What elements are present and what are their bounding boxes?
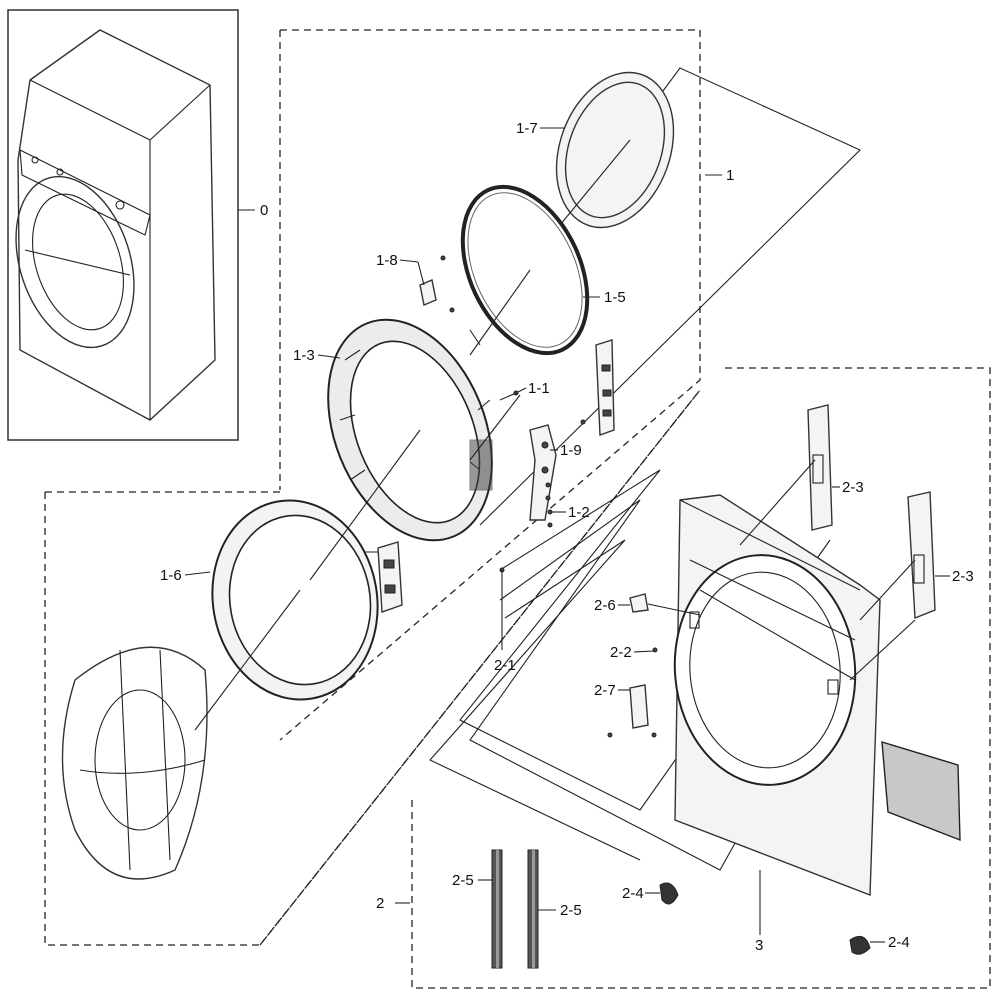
label-1-8: 1-8 <box>376 252 398 269</box>
label-1-1: 1-1 <box>528 380 550 397</box>
part-1-3-door-frame <box>327 318 493 542</box>
inset-machine-view <box>7 9 239 441</box>
part-1-5-door-ring <box>460 184 590 356</box>
part-2-3-bracket-right <box>907 491 936 620</box>
label-1-9: 1-9 <box>560 442 582 459</box>
label-2-4-b: 2-4 <box>888 934 910 951</box>
part-2-4-clip-b <box>849 935 871 955</box>
part-1-7-door-glass-cover <box>555 71 675 229</box>
part-2-5-strip-left <box>491 849 503 969</box>
part-2-6-switch <box>629 593 649 613</box>
label-1-5: 1-5 <box>604 289 626 306</box>
control-panel-group-boundary <box>411 367 991 989</box>
label-1: 1 <box>726 167 734 184</box>
label-1-6: 1-6 <box>160 567 182 584</box>
part-2-7-lock-module <box>607 684 657 738</box>
label-2-5-left: 2-5 <box>452 872 474 889</box>
part-2-4-clip-a <box>659 882 679 905</box>
hinge-bracket-plate <box>580 339 615 436</box>
label-2-2: 2-2 <box>610 644 632 661</box>
label-2-1: 2-1 <box>494 657 516 674</box>
label-3: 3 <box>755 937 763 954</box>
part-1-4-hinge-bracket <box>377 541 403 613</box>
explode-axis-lines <box>194 139 631 731</box>
label-1-3: 1-3 <box>293 347 315 364</box>
label-1-2: 1-2 <box>568 504 590 521</box>
part-1-9-hinge <box>529 424 557 528</box>
label-2-4-a: 2-4 <box>622 885 644 902</box>
label-0: 0 <box>260 202 268 219</box>
part-2-3-bracket-left <box>807 404 833 531</box>
part-2-5-strip-right <box>527 849 539 969</box>
label-2: 2 <box>376 895 384 912</box>
label-2-3-left: 2-3 <box>842 479 864 496</box>
door-group-boundary <box>279 29 701 741</box>
part-3-front-panel <box>673 494 881 897</box>
part-1-6-inner-door-frame <box>211 499 379 701</box>
label-2-6: 2-6 <box>594 597 616 614</box>
label-sticker-panel <box>881 741 961 842</box>
label-1-7: 1-7 <box>516 120 538 137</box>
label-2-3-right: 2-3 <box>952 568 974 585</box>
label-2-7: 2-7 <box>594 682 616 699</box>
part-1-8-latch <box>419 255 455 313</box>
door-glass-dome <box>61 646 208 880</box>
label-2-5-right: 2-5 <box>560 902 582 919</box>
